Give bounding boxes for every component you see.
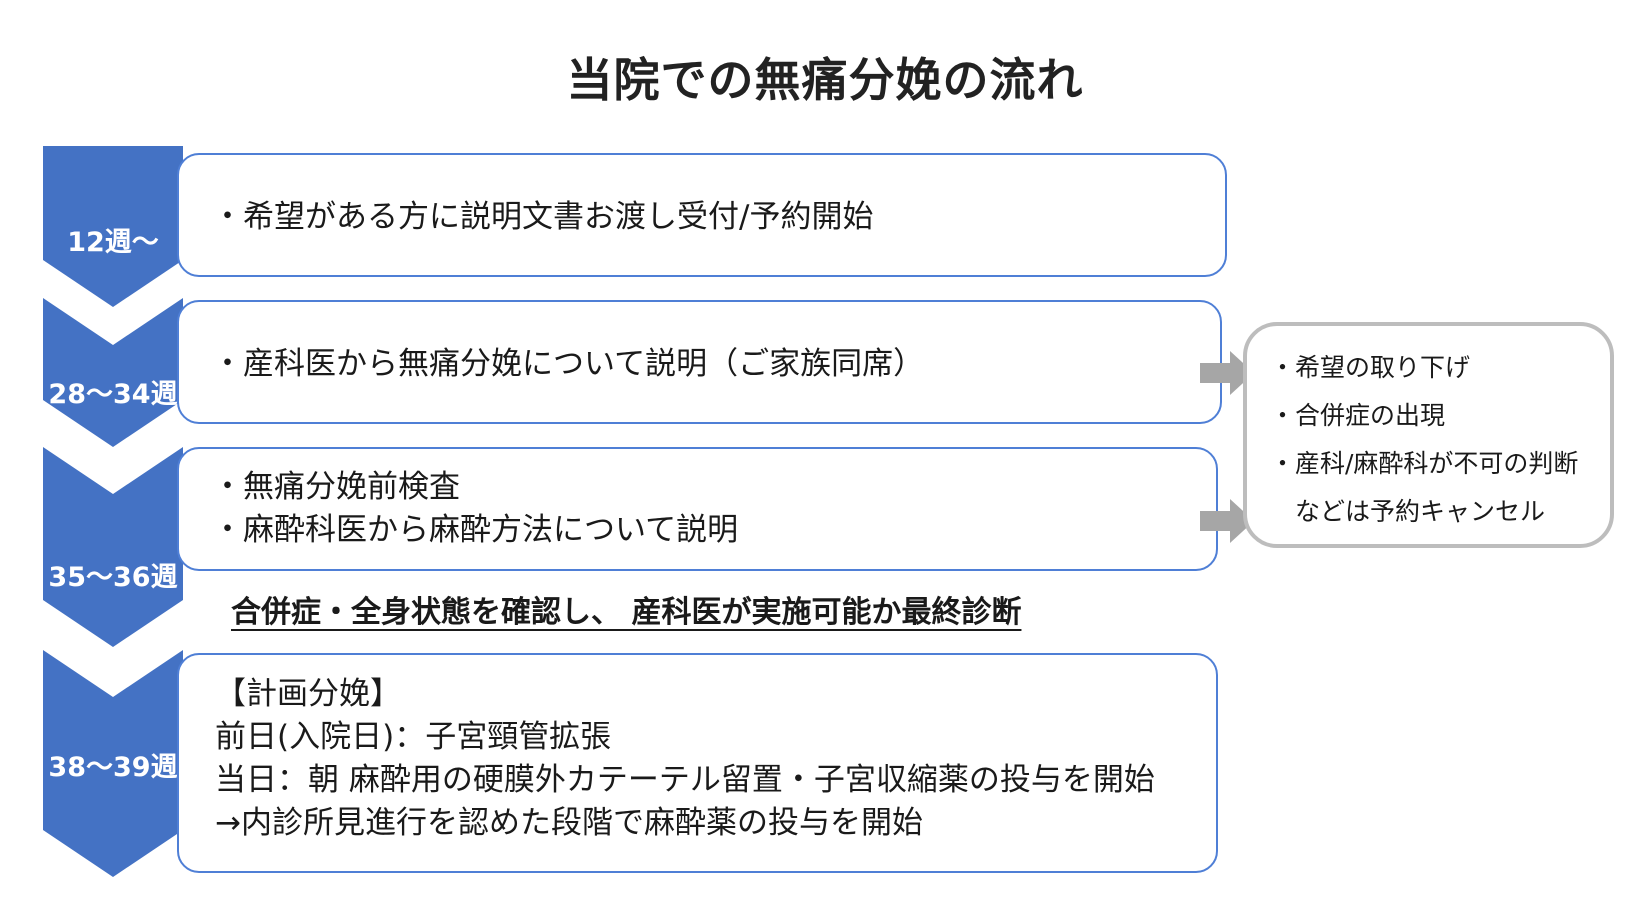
assessment-note: 合併症・全身状態を確認し、 産科医が実施可能か最終診断	[231, 595, 1022, 630]
stage-4-line-2: 前日(入院日)：子宮頸管拡張	[215, 719, 612, 755]
stage-box-3	[177, 447, 1218, 571]
stage-3-line-2: ・麻酔科医から麻酔方法について説明	[212, 512, 739, 548]
stage-4-line-4: →内診所見進行を認めた段階で麻酔薬の投与を開始	[215, 805, 923, 841]
week-label-3: 35〜36週	[48, 562, 178, 593]
cancellation-item-3: ・産科/麻酔科が不可の判断	[1270, 449, 1579, 478]
cancellation-box	[1243, 322, 1614, 548]
cancellation-item-1: ・希望の取り下げ	[1270, 353, 1471, 382]
stage-box-1	[177, 153, 1227, 277]
arrow-icon-lower	[1200, 499, 1254, 543]
week-label-4: 38〜39週	[48, 752, 178, 783]
stage-2-line-1: ・産科医から無痛分娩について説明（ご家族同席）	[212, 346, 925, 382]
page-title: 当院での無痛分娩の流れ	[566, 53, 1084, 107]
week-label-1: 12週〜	[67, 227, 159, 258]
stage-4-line-1: 【計画分娩】	[215, 676, 401, 712]
cancellation-item-4: などは予約キャンセル	[1270, 497, 1546, 526]
stage-1-line-1: ・希望がある方に説明文書お渡し受付/予約開始	[212, 199, 874, 235]
stage-4-line-3: 当日：朝 麻酔用の硬膜外カテーテル留置・子宮収縮薬の投与を開始	[215, 762, 1155, 798]
chevron-stage-2	[43, 298, 183, 447]
cancellation-list: ・希望の取り下げ ・合併症の出現 ・産科/麻酔科が不可の判断 などは予約キャンセ…	[1270, 344, 1578, 536]
cancellation-item-2: ・合併症の出現	[1270, 401, 1446, 430]
arrow-icon-upper	[1200, 351, 1254, 395]
chevron-stage-4	[43, 650, 183, 877]
week-label-2: 28〜34週	[48, 379, 178, 410]
chevron-stage-3	[43, 447, 183, 647]
chevron-stage-1	[43, 146, 183, 307]
stage-3-line-1: ・無痛分娩前検査	[212, 469, 460, 505]
stage-box-4	[177, 653, 1218, 873]
stage-box-2	[177, 300, 1222, 424]
